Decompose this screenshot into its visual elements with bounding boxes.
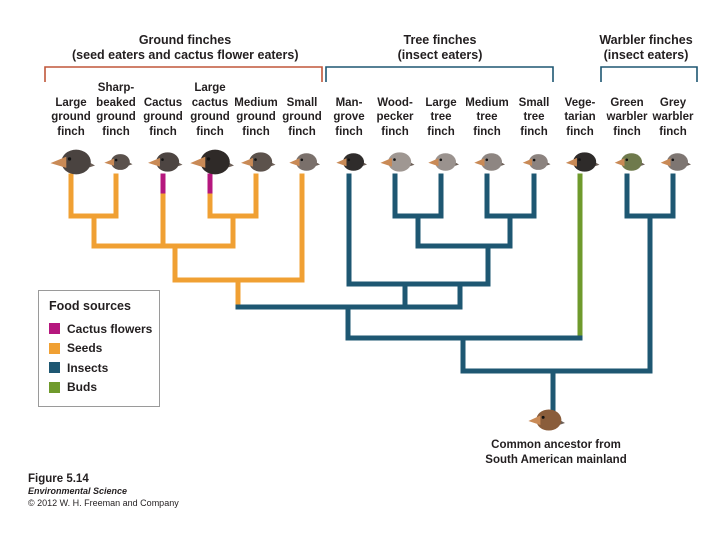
finch-icons — [50, 149, 691, 431]
caption-figure-number: Figure 5.14 — [28, 473, 89, 485]
species-label: Man- grove finch — [333, 96, 365, 138]
legend-item: Cactus flowers — [49, 319, 159, 339]
large-ground-finch-icon — [50, 149, 95, 175]
ground-finch-bracket — [44, 66, 323, 82]
caption-book-title: Environmental Science — [28, 486, 128, 496]
legend-label: Seeds — [67, 341, 103, 356]
legend-label: Buds — [67, 380, 97, 395]
species-label: Green warbler finch — [606, 96, 648, 138]
medium-tree-finch-icon — [474, 153, 505, 171]
legend-item: Seeds — [49, 339, 159, 359]
species-label: Large ground finch — [51, 96, 91, 138]
species-label: Vege- tarian finch — [564, 96, 596, 138]
group-tree-finches: Tree finches (insect eaters) — [380, 33, 500, 63]
large-cactus-ground-finch-icon — [190, 149, 234, 175]
group-warbler-title: Warbler finches — [599, 33, 693, 47]
grey-warbler-finch-icon — [660, 153, 691, 171]
species-label: Small tree finch — [518, 96, 550, 138]
large-tree-finch-icon — [428, 153, 459, 171]
caption-copyright: © 2012 W. H. Freeman and Company — [28, 498, 179, 508]
sharp-beaked-ground-finch-icon — [104, 154, 133, 170]
warbler-finch-bracket — [600, 66, 698, 82]
legend-swatch — [49, 381, 60, 393]
group-ground-title: Ground finches — [138, 33, 232, 47]
green-warbler-finch-icon — [614, 153, 645, 171]
legend-label: Insects — [67, 360, 109, 375]
ancestor-label-line2: South American mainland — [485, 454, 627, 466]
species-label: Large tree finch — [425, 96, 457, 138]
small-ground-finch-icon — [289, 153, 320, 171]
tree-branches — [68, 173, 676, 413]
legend-swatch — [49, 362, 60, 374]
legend-swatch — [49, 342, 60, 354]
figure-caption: Figure 5.14 Environmental Science © 2012… — [28, 473, 179, 509]
ancestor-label-line1: Common ancestor from — [491, 439, 621, 451]
group-tree-title: Tree finches — [403, 33, 477, 47]
legend-title: Food sources — [49, 299, 131, 313]
vegetarian-finch-icon — [565, 152, 600, 172]
mangrove-finch-icon — [336, 153, 367, 171]
group-warbler-finches: Warbler finches (insect eaters) — [592, 33, 700, 63]
legend-label: Cactus flowers — [67, 321, 153, 336]
species-label: Sharp- beaked ground finch — [96, 82, 136, 138]
legend-item: Insects — [49, 358, 159, 378]
legend-item: Buds — [49, 378, 159, 398]
common-ancestor-label: Common ancestor from South American main… — [470, 438, 642, 468]
species-label: Grey warbler finch — [652, 96, 694, 138]
species-label: Medium tree finch — [465, 96, 509, 138]
cactus-ground-finch-icon — [148, 152, 183, 172]
species-label: Small ground finch — [282, 96, 322, 138]
group-ground-finches: Ground finches (seed eaters and cactus f… — [72, 33, 299, 63]
group-warbler-subtitle: (insect eaters) — [603, 48, 689, 62]
group-tree-subtitle: (insect eaters) — [397, 48, 483, 62]
group-brackets — [44, 66, 698, 82]
species-label: Medium ground finch — [234, 96, 278, 138]
legend-swatch — [49, 323, 60, 335]
small-tree-finch-icon — [522, 154, 551, 170]
common-ancestor-finch-icon — [528, 409, 565, 431]
group-ground-subtitle: (seed eaters and cactus flower eaters) — [72, 48, 299, 62]
species-label: Wood- pecker finch — [376, 96, 414, 138]
medium-ground-finch-icon — [241, 152, 276, 172]
species-label: Cactus ground finch — [143, 96, 183, 138]
tree-finch-bracket — [325, 66, 554, 82]
species-label: Large cactus ground finch — [190, 82, 230, 138]
woodpecker-finch-icon — [380, 152, 415, 172]
